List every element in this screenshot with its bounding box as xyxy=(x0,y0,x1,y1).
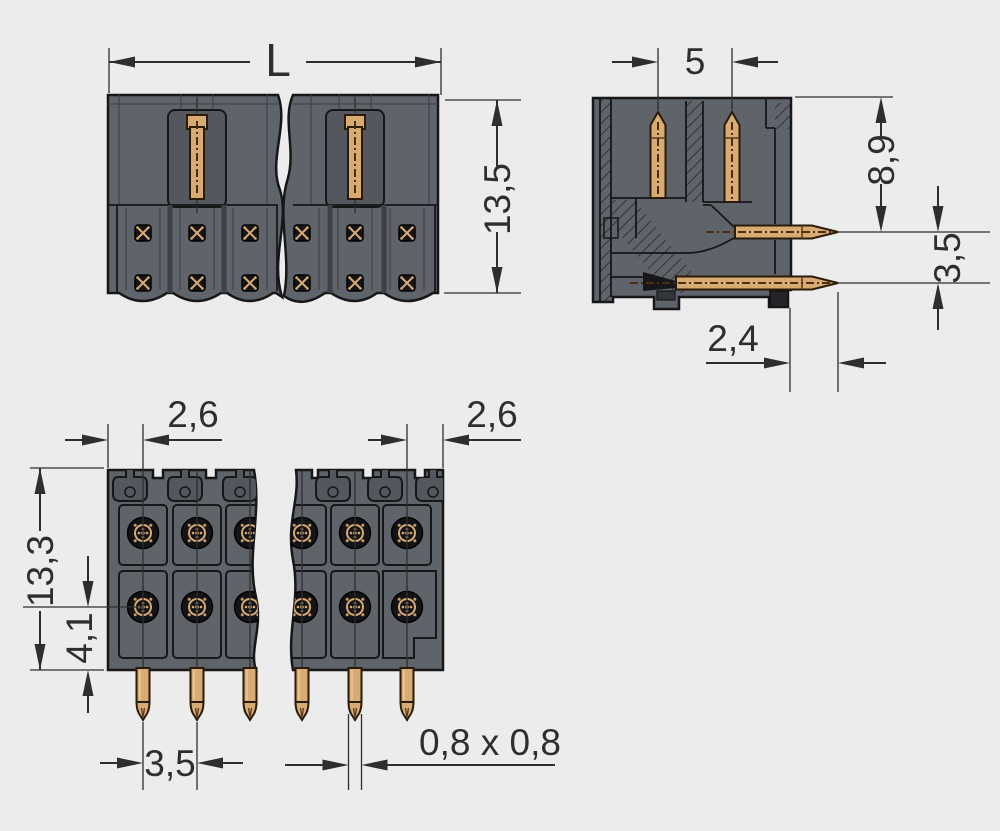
dim-side-pin-offset: 2,4 xyxy=(706,292,886,392)
side-view: 5 8,9 3,5 2,4 xyxy=(591,41,990,392)
dim-label-front-height: 13,5 xyxy=(477,163,518,235)
front-right-details xyxy=(293,95,438,293)
dim-label-bottom-height: 13,3 xyxy=(20,535,61,607)
bottom-view: 2,6 2,6 13,3 4,1 xyxy=(20,394,561,790)
dim-label-side-pin-offset: 2,4 xyxy=(707,318,758,359)
dim-label-bottom-row-offset: 4,1 xyxy=(59,612,100,663)
bottom-right-details xyxy=(291,470,443,670)
dim-side-pin-pitch: 5 xyxy=(612,41,778,82)
side-internal-edges xyxy=(599,98,789,308)
front-left-details xyxy=(108,95,278,293)
dim-bottom-row-offset: 4,1 xyxy=(23,556,143,713)
dim-bottom-height: 13,3 xyxy=(20,467,104,671)
side-foot-block xyxy=(769,290,789,308)
side-hatching xyxy=(600,98,791,302)
dim-label-bottom-pin-pitch: 3,5 xyxy=(144,743,195,784)
dim-side-pin-height: 8,9 xyxy=(795,96,990,284)
dim-bottom-edge-margin-right: 2,6 xyxy=(368,394,521,470)
side-horizontal-pins xyxy=(630,224,839,291)
side-vertical-pins xyxy=(649,48,741,203)
dim-bottom-edge-margin-left: 2,6 xyxy=(65,394,222,470)
dim-label-front-width: L xyxy=(265,34,291,86)
dim-label-side-pin-pitch: 5 xyxy=(685,41,706,82)
dim-side-pin-spacing: 3,5 xyxy=(927,186,968,330)
dim-label-side-pin-height: 8,9 xyxy=(861,134,902,185)
bottom-left-details xyxy=(112,470,259,670)
dim-bottom-pin-pitch: 3,5 xyxy=(100,722,243,790)
dim-bottom-pin-cross-section: 0,8 x 0,8 xyxy=(285,714,561,790)
dim-label-bottom-edge-margin-right: 2,6 xyxy=(466,394,517,435)
dim-label-bottom-pin-cross-section: 0,8 x 0,8 xyxy=(419,722,561,763)
dim-front-height: 13,5 xyxy=(444,99,521,294)
front-view: L 13,5 xyxy=(106,34,521,304)
dim-label-side-pin-spacing: 3,5 xyxy=(927,232,968,283)
dim-label-bottom-edge-margin-left: 2,6 xyxy=(167,394,218,435)
dim-front-width: L xyxy=(108,34,442,95)
